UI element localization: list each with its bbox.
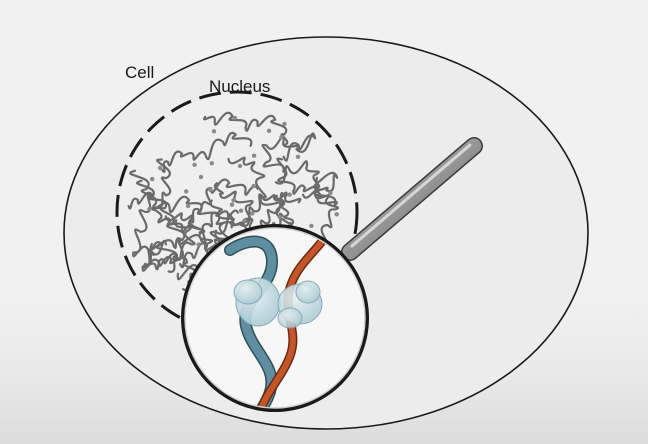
chromatin-knot [232, 115, 238, 121]
chromatin-fiber [261, 132, 317, 173]
chromatin-knot [211, 129, 217, 134]
chromatin-knot [231, 198, 236, 203]
chromatin-knot [328, 190, 333, 196]
chromatin-knot [185, 203, 191, 209]
chromatin-knot [277, 214, 282, 220]
chromatin-knot [158, 165, 163, 171]
chromatin-fiber [149, 209, 239, 251]
chromatin-knot [238, 208, 244, 213]
chromatin-knot [198, 174, 204, 180]
chromatin-fiber [203, 111, 289, 146]
protein-complex [233, 277, 323, 329]
chromatin-knot [184, 189, 189, 194]
chromatin-knot [251, 153, 257, 158]
chromatin-knot [208, 187, 213, 192]
chromatin-knot [287, 192, 292, 197]
cell-label: Cell [125, 63, 154, 82]
chromatin-knot [192, 162, 197, 167]
lens-rim [184, 227, 366, 409]
chromatin-fiber [276, 157, 338, 208]
magnified-dna [224, 228, 335, 408]
nucleus-label: Nucleus [209, 77, 270, 96]
chromatin-knot [251, 183, 256, 189]
chromatin-knot [295, 154, 301, 159]
chromatin-knot [309, 223, 314, 229]
chromatin-knot [150, 176, 155, 182]
chromatin-fiber [127, 191, 186, 273]
chromatin-knot [334, 212, 339, 217]
chromatin-fiber [274, 160, 339, 193]
chromatin-fiber [161, 131, 253, 173]
chromatin-knot [282, 121, 287, 127]
chromatin-knot [229, 202, 235, 207]
chromatin-knot [237, 163, 243, 169]
chromatin-knot [147, 207, 152, 212]
chromatin-knot [279, 134, 284, 140]
chromatin-knot [242, 218, 247, 223]
chromatin-knot [250, 211, 255, 216]
chromatin-knot [196, 242, 201, 247]
chromatin-knot [266, 128, 272, 133]
chromatin-knot [209, 161, 214, 166]
chromatin-fiber [187, 178, 259, 234]
